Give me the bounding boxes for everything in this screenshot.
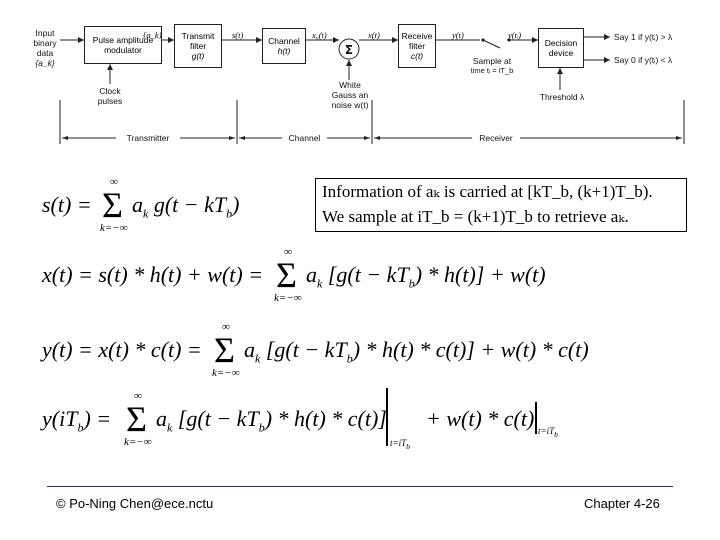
channel-block: Channel h(t): [262, 28, 306, 64]
footer-author: © Po-Ning Chen@ece.nctu: [56, 496, 214, 511]
decision-say-0: Say 0 if y(tᵢ) < λ: [614, 55, 673, 65]
receive-filter-block: Receive filter c(t): [398, 24, 436, 68]
footer-divider: [47, 486, 673, 487]
section-receiver: Receiver: [479, 133, 513, 143]
clock-label: Clock pulses: [97, 86, 123, 106]
threshold-label: Threshold λ: [539, 92, 585, 102]
info-line-2: We sample at iT_b = (k+1)T_b to retrieve…: [322, 207, 629, 226]
pam-block: Pulse amplitude modulator: [84, 26, 162, 64]
signal-x0: x₀(t): [312, 30, 327, 40]
decision-device-block: Decision device: [538, 28, 584, 68]
info-box: Information of aₖ is carried at [kT_b, (…: [315, 178, 687, 232]
input-label: Input binary data {a_k}: [33, 28, 57, 68]
signal-ak: {a_k}: [143, 30, 163, 40]
transmit-filter-block: Transmit filter g(t): [174, 24, 222, 68]
section-transmitter: Transmitter: [126, 133, 170, 143]
noise-label: White Gauss an noise w(t): [331, 80, 369, 110]
info-line-1: Information of aₖ is carried at [kT_b, (…: [322, 182, 653, 201]
signal-s: s(t): [232, 30, 244, 40]
section-channel: Channel: [288, 133, 321, 143]
decision-say-1: Say 1 if y(tᵢ) > λ: [614, 32, 673, 42]
signal-x: x(t): [368, 30, 380, 40]
footer-page: Chapter 4-26: [584, 496, 660, 511]
signal-yi: y(tᵢ): [508, 30, 522, 40]
signal-y: y(t): [452, 30, 464, 40]
diagram-wires: Σ: [59, 34, 685, 144]
sample-label: Sample at time tᵢ = iT_b: [470, 56, 514, 75]
sum-symbol: Σ: [345, 43, 353, 57]
